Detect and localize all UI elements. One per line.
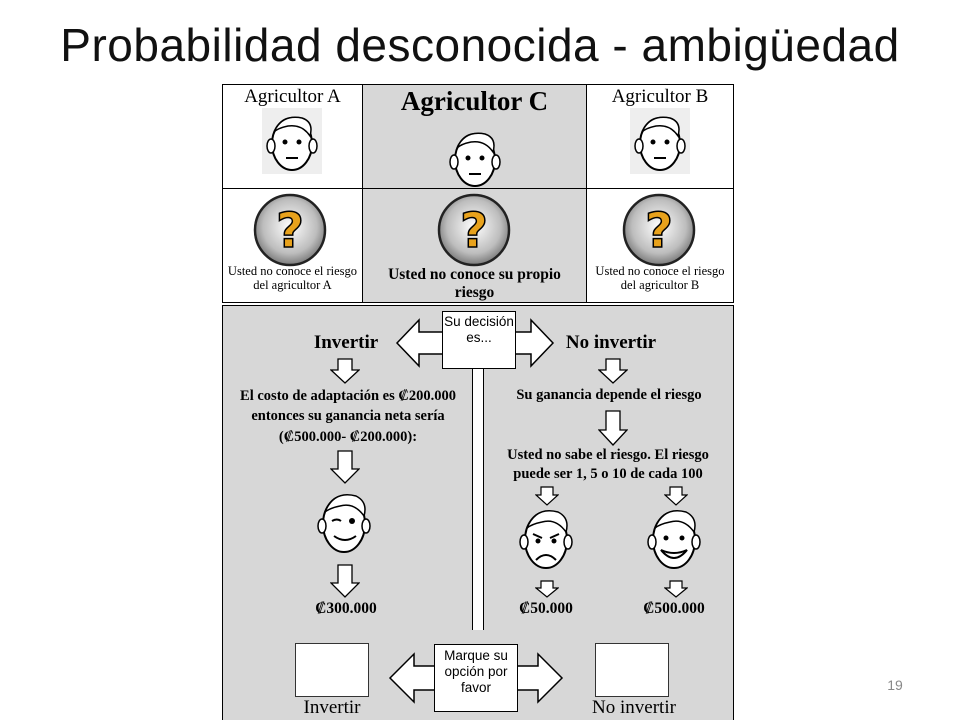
risk-a-text: Usted no conoce el riesgo del agricultor… (227, 264, 358, 293)
down-arrow-icon (535, 486, 559, 506)
choice-label: Marque su opción por favor (444, 648, 508, 696)
decision-box (442, 311, 516, 369)
no-invest-checkbox[interactable] (595, 643, 669, 697)
invest-box-label: Invertir (303, 697, 361, 718)
no-invest-heading: No invertir (565, 332, 657, 353)
invest-cost-text: El costo de adaptación es ₡200.000 enton… (240, 388, 456, 445)
farmer-a-face-icon (262, 108, 322, 174)
invest-checkbox[interactable] (295, 643, 369, 697)
down-arrow-icon (330, 450, 360, 484)
farmer-c-face-icon (449, 132, 501, 187)
farmer-c-label: Agricultor C (400, 86, 549, 116)
divider-line (472, 368, 484, 630)
farmer-b-face-icon (630, 108, 690, 174)
no-invest-risk-text: Usted no sabe el riesgo. El riesgo puede… (507, 447, 709, 482)
question-mark-icon: ? (253, 193, 327, 267)
no-invest-gain-text: Su ganancia depende el riesgo (516, 387, 702, 403)
farmer-b-label: Agricultor B (611, 86, 709, 107)
slide-title: Probabilidad desconocida - ambigüedad (60, 19, 900, 71)
risk-c-text: Usted no conoce su propio riesgo (388, 266, 561, 301)
svg-text:?: ? (276, 203, 304, 259)
page-number: 19 (887, 677, 903, 693)
down-arrow-icon (330, 564, 360, 598)
svg-text:?: ? (645, 203, 673, 259)
no-invest-box-label: No invertir (592, 697, 676, 718)
svg-text:?: ? (460, 203, 488, 259)
good-result: ₡500.000 (643, 600, 705, 617)
question-mark-icon: ? (437, 193, 511, 267)
decision-label: Su decisión es... (444, 314, 514, 345)
smile-face-icon (647, 510, 701, 569)
risk-b-text: Usted no conoce el riesgo del agricultor… (595, 264, 725, 293)
down-arrow-icon (330, 358, 360, 384)
down-arrow-icon (598, 410, 628, 446)
happy-face-icon (317, 494, 371, 553)
question-mark-icon: ? (622, 193, 696, 267)
down-arrow-icon (598, 358, 628, 384)
bad-result: ₡50.000 (519, 600, 573, 617)
invest-heading: Invertir (313, 332, 379, 353)
down-arrow-icon (664, 580, 688, 598)
invest-result: ₡300.000 (315, 600, 377, 617)
down-arrow-icon (664, 486, 688, 506)
sad-face-icon (519, 510, 573, 569)
farmer-a-label: Agricultor A (244, 86, 341, 107)
down-arrow-icon (535, 580, 559, 598)
choice-box (434, 644, 518, 712)
